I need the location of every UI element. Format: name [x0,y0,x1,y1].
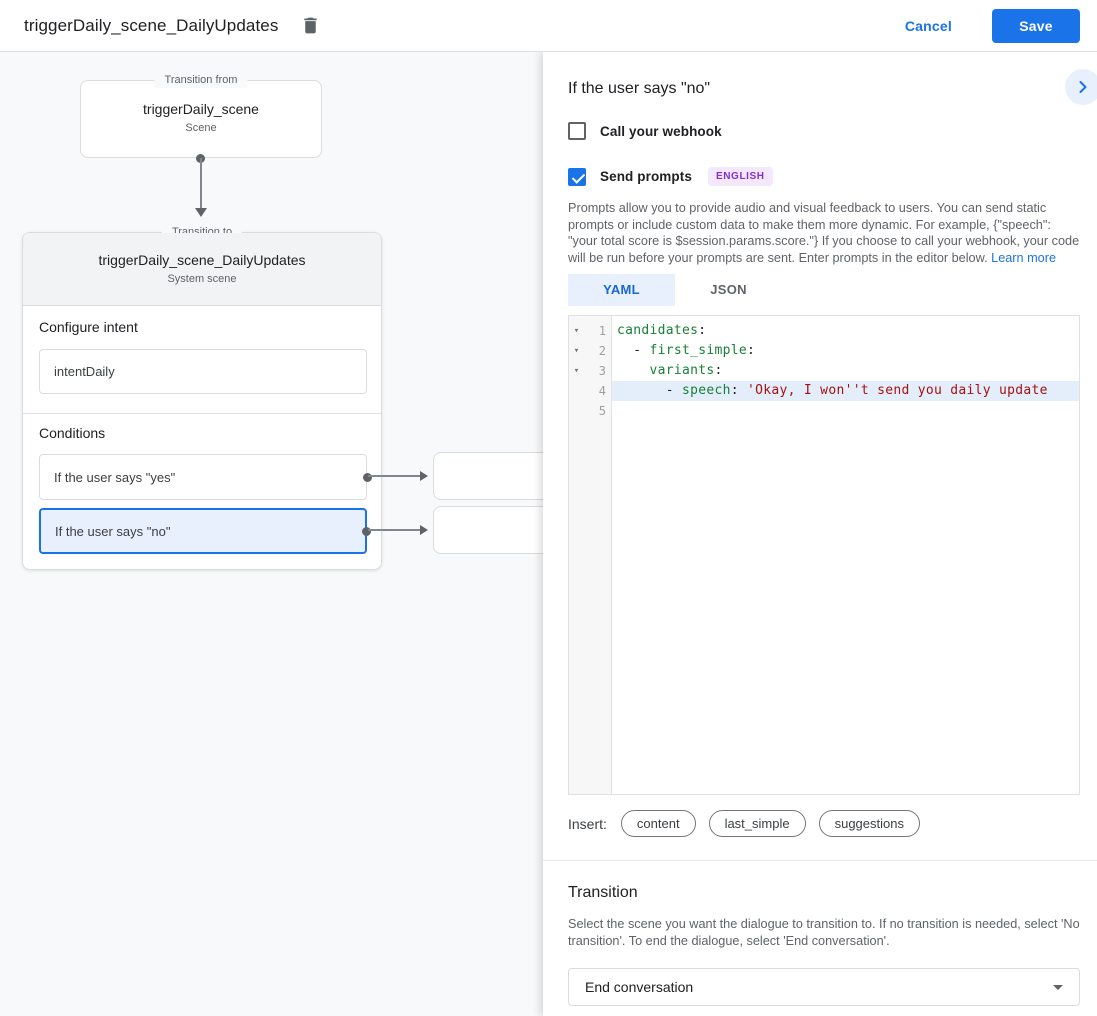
fold-toggle-icon[interactable]: ▾ [573,346,580,356]
delete-button[interactable] [296,12,324,40]
connector-arrowhead-icon [195,208,207,217]
save-button[interactable]: Save [992,8,1080,43]
cancel-button[interactable]: Cancel [893,10,964,42]
code-token-string: 'Okay, I won''t send you daily update [747,383,1048,398]
from-scene-title: triggerDaily_scene [143,101,259,117]
arrow-line-no [368,529,422,531]
top-bar: triggerDaily_scene_DailyUpdates Cancel S… [0,0,1097,52]
condition-yes-port-dot [363,472,372,482]
intent-value: intentDaily [54,364,115,379]
send-prompts-label: Send prompts [600,169,692,184]
webhook-checkbox[interactable] [568,122,586,140]
line-number: 1 [598,324,606,338]
line-number: 5 [598,404,606,418]
insert-row: Insert: content last_simple suggestions [568,810,933,837]
language-badge: ENGLISH [707,167,773,186]
code-line[interactable]: candidates: [612,321,1079,341]
to-scene-subtitle: System scene [167,273,237,285]
transition-from-card[interactable]: Transition from triggerDaily_scene Scene [80,73,322,158]
topbar-actions: Cancel Save [893,8,1097,43]
code-token-plain: : [747,343,756,358]
fold-toggle-icon[interactable]: ▾ [573,366,580,376]
connector-line [200,158,202,208]
tab-yaml[interactable]: YAML [568,274,675,306]
fold-toggle-icon[interactable]: ▾ [573,326,580,336]
code-token-plain [617,363,650,378]
code-token-plain: : [730,383,748,398]
transition-select[interactable]: End conversation [568,968,1080,1006]
configure-intent-label: Configure intent [39,319,138,335]
code-line[interactable]: - speech: 'Okay, I won''t send you daily… [612,381,1079,401]
chevron-right-icon [1073,77,1093,97]
arrow-head-no-icon [420,525,428,535]
line-number: 3 [598,364,606,378]
to-scene-title: triggerDaily_scene_DailyUpdates [98,252,306,268]
code-token-key: speech [682,383,731,398]
conditions-label: Conditions [39,425,106,441]
line-number: 4 [598,384,606,398]
send-prompts-checkbox[interactable] [568,167,586,186]
code-line[interactable]: variants: [612,361,1079,381]
target-node-no[interactable] [433,506,560,554]
condition-yes-label: If the user says "yes" [54,469,176,485]
code-token-plain: - [617,383,683,398]
dropdown-caret-icon [1053,984,1063,990]
webhook-label: Call your webhook [600,123,722,139]
prompts-description-text: Prompts allow you to provide audio and v… [568,201,1080,265]
arrow-head-yes-icon [420,471,428,481]
editor-tabs: YAML JSON [568,274,782,306]
collapse-panel-button[interactable] [1065,69,1097,105]
insert-chip-content[interactable]: content [620,810,696,837]
code-line[interactable]: - first_simple: [612,341,1079,361]
code-gutter: ▾ 1 ▾ 2 ▾ 3 4 5 [569,316,612,794]
section-divider [543,860,1097,861]
condition-no-port-dot [362,526,371,536]
webhook-row: Call your webhook [568,122,722,140]
prompts-description: Prompts allow you to provide audio and v… [568,200,1080,266]
code-token-plain: - [617,343,650,358]
code-token-key: variants [649,363,715,378]
insert-chip-last-simple[interactable]: last_simple [708,810,806,837]
code-token-plain: : [698,323,707,338]
to-scene-header: triggerDaily_scene_DailyUpdates System s… [23,233,381,306]
code-token-key: candidates [617,323,699,338]
intent-field[interactable]: intentDaily [39,349,367,394]
transition-section-title: Transition [568,884,638,901]
condition-no-label: If the user says "no" [55,523,171,539]
condition-detail-panel: If the user says "no" Call your webhook … [543,52,1097,1016]
from-scene-subtitle: Scene [185,122,217,134]
transition-from-legend: Transition from [154,73,248,88]
code-lines[interactable]: candidates: - first_simple: variants: - … [612,316,1079,794]
insert-chip-suggestions[interactable]: suggestions [818,810,920,837]
insert-label: Insert: [568,815,607,832]
transition-to-card: Transition to triggerDaily_scene_DailyUp… [22,225,382,570]
code-line[interactable] [612,401,1079,421]
code-editor[interactable]: ▾ 1 ▾ 2 ▾ 3 4 5 candidates: - first_simple: var… [568,315,1080,795]
transition-description: Select the scene you want the dialogue t… [568,917,1080,948]
code-token-plain: : [714,363,723,378]
panel-title: If the user says "no" [568,80,711,97]
code-token-key: first_simple [649,343,748,358]
transition-select-value: End conversation [585,979,694,995]
arrow-line-yes [368,475,422,477]
tab-json[interactable]: JSON [710,282,747,297]
trash-icon [300,15,321,36]
line-number: 2 [598,344,606,358]
target-node-yes[interactable] [433,452,560,500]
flow-canvas: Transition from triggerDaily_scene Scene… [0,52,560,1016]
page-title: triggerDaily_scene_DailyUpdates [24,15,279,35]
send-prompts-row: Send prompts ENGLISH [568,167,773,186]
condition-row-no[interactable]: If the user says "no" [39,508,371,554]
learn-more-link[interactable]: Learn more [991,250,1057,265]
card-divider [23,413,381,414]
condition-row-yes[interactable]: If the user says "yes" [39,454,372,500]
